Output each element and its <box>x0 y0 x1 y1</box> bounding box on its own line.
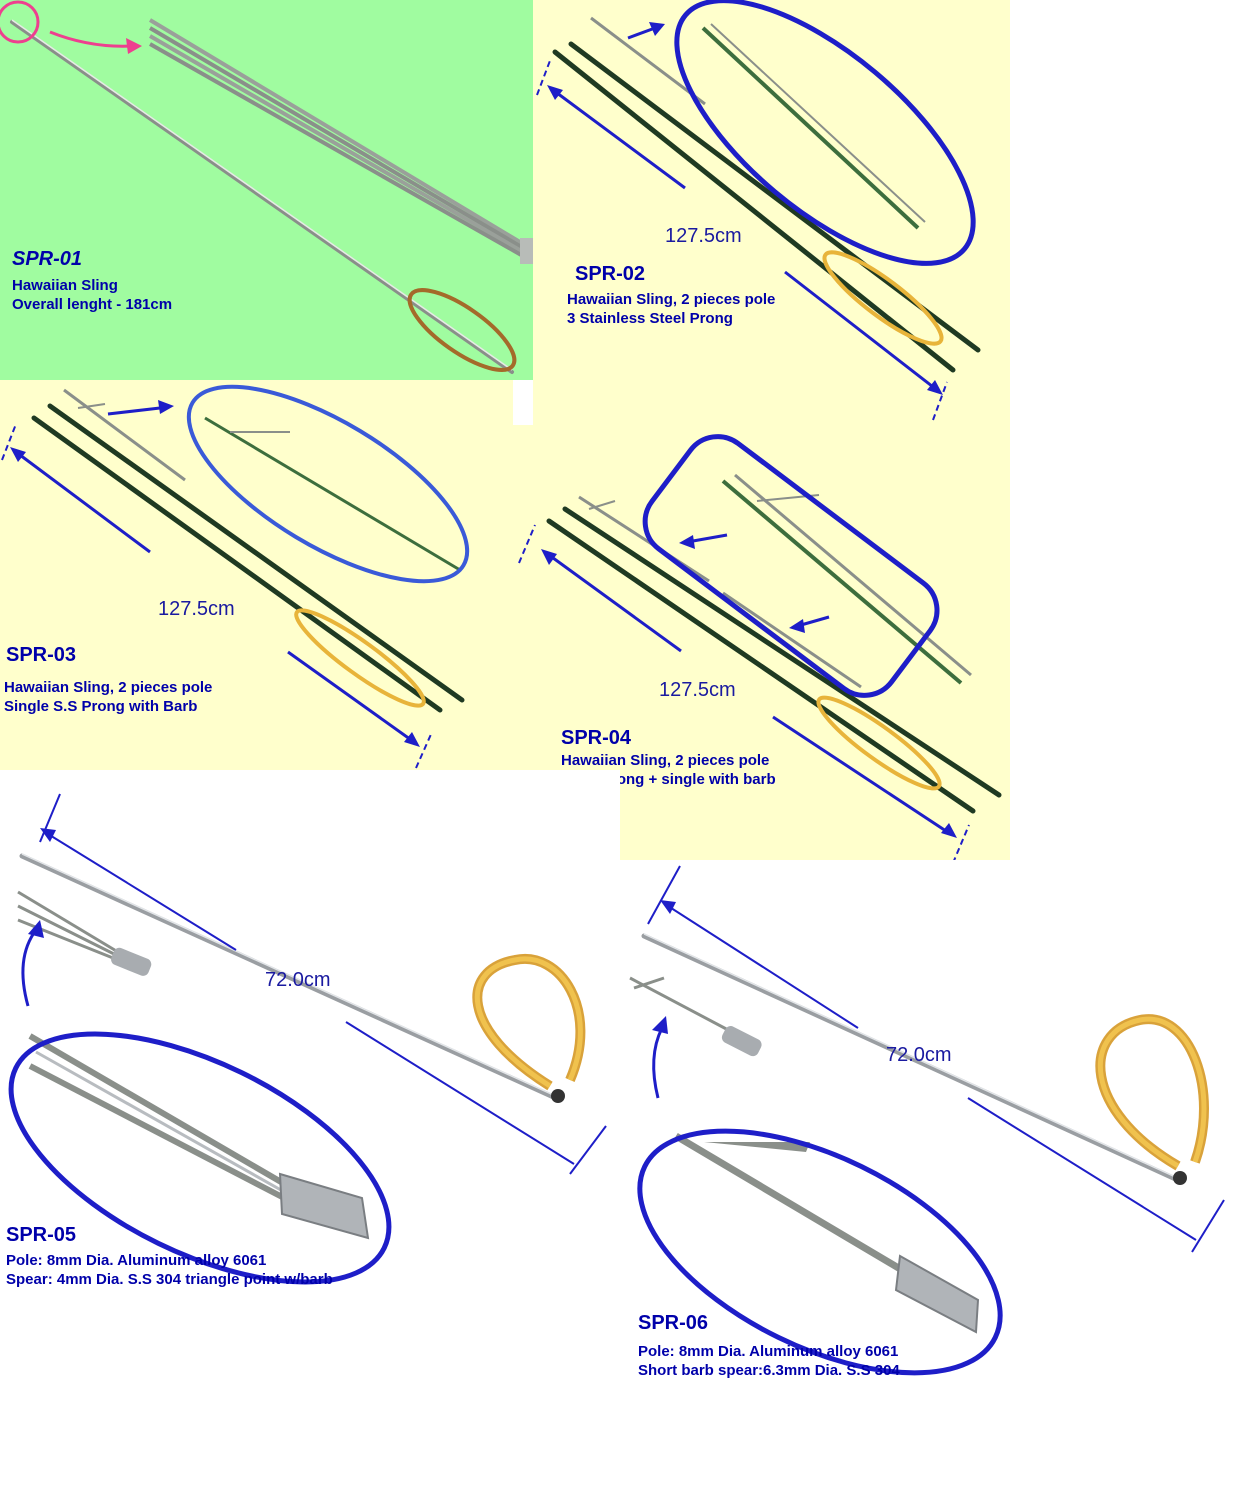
arrow-icon <box>158 400 174 414</box>
highlight-ellipse-icon <box>674 0 976 266</box>
arrow-icon <box>679 535 695 549</box>
description-line: Overall lenght - 181cm <box>12 296 173 313</box>
description-line: Hawaiian Sling <box>12 277 118 294</box>
spr-05-product-image <box>8 793 607 1285</box>
product-description: Hawaiian Sling, 2 pieces pole 3 Stainles… <box>567 290 775 328</box>
product-code: SPR-06 <box>638 1312 709 1334</box>
highlight-box-icon <box>642 434 940 698</box>
length-measurement: 72.0cm <box>265 969 331 991</box>
product-panel-spr-01: SPR-01 Hawaiian Sling Overall lenght - 1… <box>0 0 533 380</box>
product-panel-spr-02: 127.5cm SPR-02 Hawaiian Sling, 2 pieces … <box>533 0 1010 425</box>
highlight-ellipse-icon <box>8 1031 392 1285</box>
description-line: Hawaiian Sling, 2 pieces pole <box>567 291 776 308</box>
description-line: Pole: 8mm Dia. Aluminum alloy 6061 <box>6 1252 267 1269</box>
product-description: Hawaiian Sling Overall lenght - 181cm <box>12 276 172 314</box>
product-code: SPR-03 <box>6 644 77 666</box>
highlight-ellipse-icon <box>637 1128 1003 1376</box>
description-line: Hawaiian Sling, 2 pieces pole <box>561 752 770 769</box>
arrow-icon <box>49 30 133 48</box>
description-line: Pole: 8mm Dia. Aluminum alloy 6061 <box>638 1343 899 1360</box>
spr-01-product-image <box>0 0 533 374</box>
product-description: Pole: 8mm Dia. Aluminum alloy 6061 Short… <box>638 1342 900 1380</box>
highlight-ellipse-icon <box>186 384 470 584</box>
spr-02-product-image <box>536 0 981 421</box>
length-measurement: 127.5cm <box>158 598 235 620</box>
arrow-icon <box>649 22 665 36</box>
description-line: Short barb spear:6.3mm Dia. S.S 304 <box>638 1362 900 1379</box>
product-description: Hawaiian Sling, 2 pieces pole Single S.S… <box>4 678 212 716</box>
product-code: SPR-01 <box>12 248 83 270</box>
spr-04-product-image <box>518 434 1002 864</box>
length-measurement: 127.5cm <box>659 679 736 701</box>
description-line: Spear: 4mm Dia. S.S 304 triangle point w… <box>6 1271 333 1288</box>
product-code: SPR-05 <box>6 1224 77 1246</box>
highlight-circle-icon <box>0 0 40 44</box>
spr-06-product-image <box>629 865 1225 1376</box>
length-measurement: 127.5cm <box>665 225 742 247</box>
product-panel-spr-05: 72.0cm SPR-05 Pole: 8mm Dia. Aluminum al… <box>0 770 620 1330</box>
description-line: Hawaiian Sling, 2 pieces pole <box>4 679 213 696</box>
product-code: SPR-04 <box>561 727 632 749</box>
product-panel-spr-06: 72.0cm SPR-06 Pole: 8mm Dia. Aluminum al… <box>620 860 1240 1400</box>
description-line: Single S.S Prong with Barb <box>4 698 198 715</box>
product-panel-spr-03: 127.5cm SPR-03 Hawaiian Sling, 2 pieces … <box>0 380 513 770</box>
curved-arrow-icon <box>21 929 38 1007</box>
length-measurement: 72.0cm <box>886 1044 952 1066</box>
product-code: SPR-02 <box>575 263 646 285</box>
curved-arrow-icon <box>652 1027 664 1099</box>
description-line: 3 Stainless Steel Prong <box>567 310 733 327</box>
spr-03-product-image <box>1 384 470 769</box>
product-description: Pole: 8mm Dia. Aluminum alloy 6061 Spear… <box>6 1251 333 1289</box>
